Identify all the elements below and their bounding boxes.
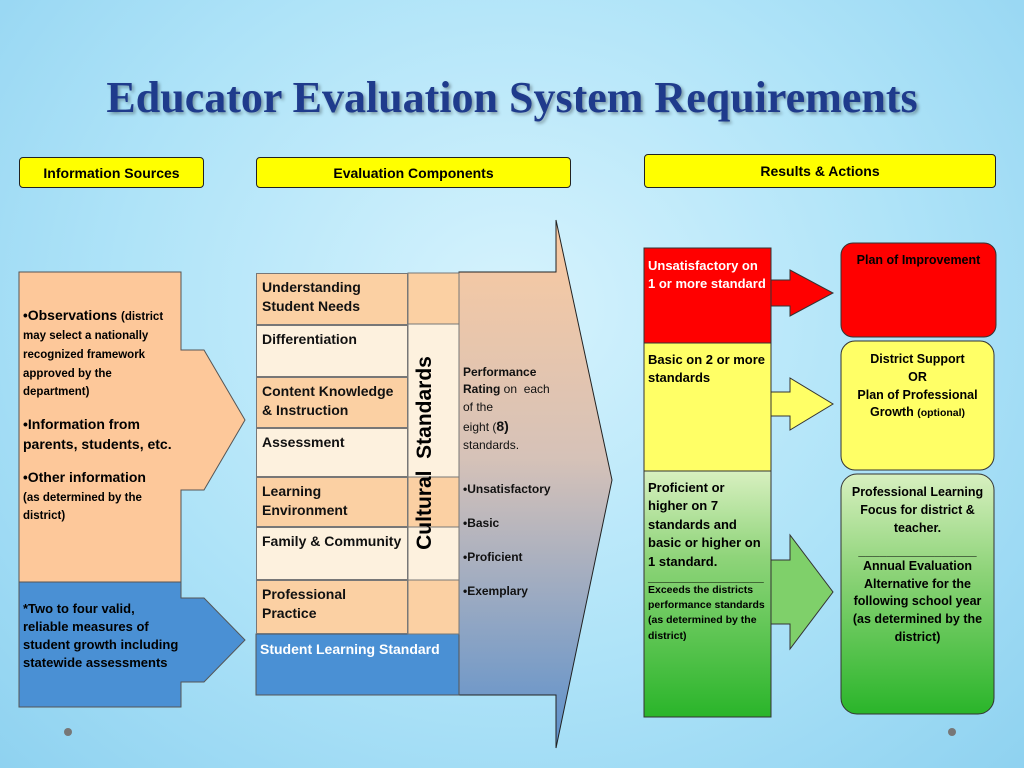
result-proficient: Proficient or higher on 7 standards and …: [648, 480, 765, 642]
rating-exemplary: •Exemplary: [463, 584, 528, 598]
component-differentiation: Differentiation: [256, 325, 408, 377]
page-title: Educator Evaluation System Requirements: [106, 73, 918, 122]
header-evaluation-components: Evaluation Components: [256, 157, 571, 188]
student-growth-measures: *Two to four valid, reliable measures of…: [23, 601, 179, 670]
component-professional-practice: Professional Practice: [256, 580, 408, 634]
red-result-arrow: [770, 269, 835, 317]
result-basic: Basic on 2 or more standards: [648, 352, 766, 386]
parents-item: •Information from parents, students, etc…: [23, 416, 172, 452]
component-assessment: Assessment: [256, 428, 408, 477]
rating-levels-list: •Unsatisfactory •Basic •Proficient •Exem…: [463, 482, 563, 618]
outcome-red-bg: [840, 242, 997, 338]
green-result-arrow: [770, 533, 834, 651]
outcome-green-bg: [840, 473, 995, 715]
other-info-item: •Other information(as determined by the …: [23, 468, 146, 523]
component-learning-environment: Learning Environment: [256, 477, 408, 527]
header-information-sources: Information Sources: [19, 157, 204, 188]
outcome-plan-of-improvement: Plan of Improvement: [856, 253, 981, 267]
rating-unsatisfactory: •Unsatisfactory: [463, 482, 551, 496]
decorative-dot-right: [948, 728, 956, 736]
info-sources-panel: •Observations (district may select a nat…: [23, 306, 179, 525]
result-green-bg: [643, 470, 772, 718]
outcome-district-support: District Support OR Plan of Professional…: [857, 352, 978, 420]
header-results-actions: Results & Actions: [644, 154, 996, 188]
outcome-professional-learning: Professional Learning Focus for district…: [851, 485, 984, 644]
component-understanding-student-needs: Understanding Student Needs: [256, 273, 408, 325]
performance-rating-text: Performance Rating on each of the eight …: [463, 365, 550, 452]
student-learning-bg: [255, 633, 460, 696]
performance-big-arrow: [458, 219, 613, 749]
student-learning-standard: Student Learning Standard: [260, 641, 440, 657]
cultural-standards-label: Cultural Standards: [413, 356, 436, 550]
observations-item: •Observations (district may select a nat…: [23, 307, 164, 399]
yellow-result-arrow: [770, 377, 834, 431]
info-sources-blue-arrow: [18, 581, 246, 708]
result-unsatisfactory: Unsatisfactory on 1 or more standard: [648, 258, 766, 292]
outcome-yellow-bg: [840, 340, 995, 471]
rating-proficient: •Proficient: [463, 550, 523, 564]
decorative-dot-left: [64, 728, 72, 736]
component-family-community: Family & Community: [256, 527, 408, 580]
component-content-knowledge: Content Knowledge & Instruction: [256, 377, 408, 428]
result-yellow-bg: [643, 342, 772, 472]
rating-basic: •Basic: [463, 516, 500, 530]
result-red-bg: [643, 247, 772, 344]
